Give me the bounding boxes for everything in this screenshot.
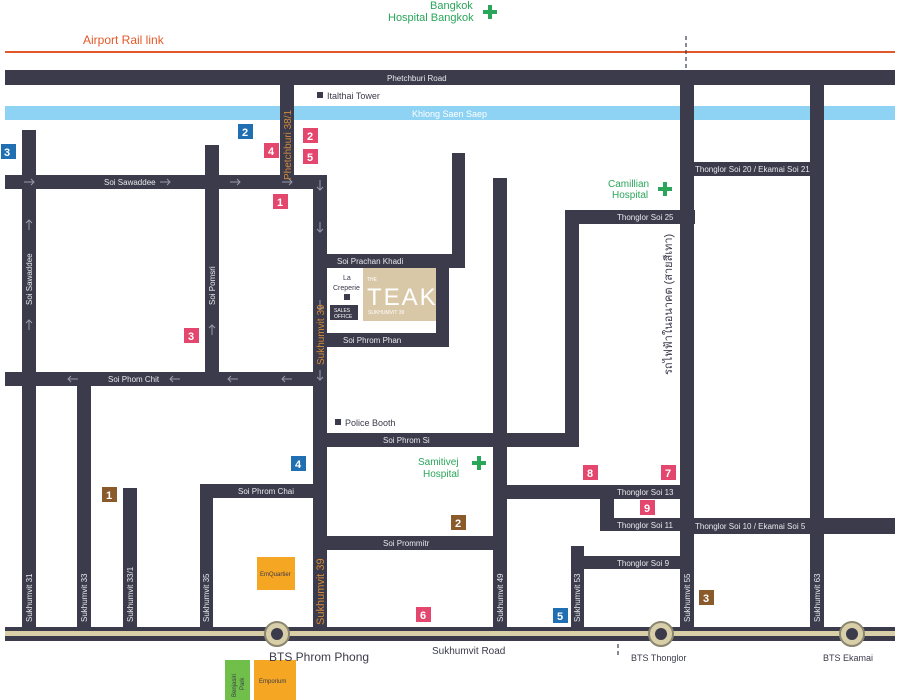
camillian-label-1: Camillian	[608, 179, 649, 190]
thonglor-9-label: Thonglor Soi 9	[617, 559, 670, 568]
phetchburi-road	[5, 70, 895, 85]
badge-pink-2: 2	[307, 131, 313, 143]
sukhumvit-31-label: Sukhumvit 31	[25, 573, 34, 622]
badge-brown-1: 1	[106, 490, 112, 502]
police-booth-label: Police Booth	[345, 418, 396, 428]
police-booth-marker	[335, 419, 341, 425]
soi-sawaddee-label: Soi Sawaddee	[104, 178, 156, 187]
teak-sub: SUKHUMVIT 39	[368, 310, 405, 316]
italthai-marker	[317, 92, 323, 98]
samitivej-hospital-icon	[472, 456, 486, 470]
soi-pomsri-label: Soi Pomsri	[208, 266, 217, 305]
badge-pink-6: 6	[420, 610, 426, 622]
sukhumvit-33-1-label: Sukhumvit 33/1	[126, 566, 135, 622]
badge-pink-9: 9	[644, 503, 650, 515]
khlong-canal	[5, 106, 895, 120]
emporium-box	[254, 660, 296, 700]
badge-pink-1: 1	[277, 197, 283, 209]
badge-brown-2: 2	[455, 518, 461, 530]
bts-ekamai-icon	[839, 621, 865, 647]
sukhumvit-33-label: Sukhumvit 33	[80, 573, 89, 622]
one-way-arrows	[24, 178, 324, 383]
the-teak-box	[363, 268, 436, 321]
emquartier-label: EmQuartier	[260, 572, 291, 578]
sukhumvit-63-label: Sukhumvit 63	[813, 573, 822, 622]
bts-phrom-phong-label: BTS Phrom Phong	[269, 650, 369, 664]
soi-prommitr-label: Soi Prommitr	[383, 539, 430, 548]
bts-thonglor-icon	[648, 621, 674, 647]
sukhumvit-road-label: Sukhumvit Road	[432, 646, 505, 657]
bangkok-hospital-icon	[483, 5, 497, 19]
sukhumvit-39-lower-label: Sukhumvit 39	[315, 558, 327, 625]
samitivej-label-1: Samitivej	[418, 457, 459, 468]
la-creperie-2: Creperie	[333, 285, 360, 292]
pink-badges: 4 2 5 1 3 8 7 9 6	[184, 128, 676, 622]
sales-office-2: OFFICE	[334, 314, 353, 320]
italthai-label: Italthai Tower	[327, 91, 380, 101]
khlong-label: Khlong Saen Saep	[412, 109, 487, 119]
thonglor-11-label: Thonglor Soi 11	[617, 521, 673, 530]
soi-sawaddee-v-label: Soi Sawaddee	[25, 253, 34, 305]
road-network	[5, 70, 895, 630]
thonglor-25-label: Thonglor Soi 25	[617, 213, 674, 222]
thonglor-13-label: Thonglor Soi 13	[617, 488, 674, 497]
samitivej-label-2: Hospital	[423, 469, 459, 480]
badge-pink-7: 7	[665, 468, 671, 480]
thonglor-10-label: Thonglor Soi 10 / Ekamai Soi 5	[695, 522, 806, 531]
badge-blue-3: 3	[4, 147, 10, 159]
badge-pink-8: 8	[587, 468, 593, 480]
blue-badges: 3 2 4 5	[1, 124, 568, 623]
soi-prachan-khadi-label: Soi Prachan Khadi	[337, 257, 403, 266]
badge-pink-3: 3	[188, 331, 194, 343]
brown-badges: 1 2 3	[102, 487, 714, 605]
soi-phom-chit-label: Soi Phom Chit	[108, 375, 160, 384]
phetchburi-38-label: Phetchburi 38/1	[283, 110, 294, 180]
teak-the: THE	[367, 277, 378, 283]
camillian-label-2: Hospital	[612, 190, 648, 201]
bangkok-hospital-label-2: Hospital Bangkok	[388, 12, 474, 24]
sukhumvit-rail-track	[5, 631, 895, 636]
badge-blue-5: 5	[557, 611, 563, 623]
thonglor-20-label: Thonglor Soi 20 / Ekamai Soi 21	[695, 165, 810, 174]
bts-thonglor-label: BTS Thonglor	[631, 653, 686, 663]
benjasiri-label-1: Benjasiri	[232, 674, 238, 697]
phetchburi-road-label: Phetchburi Road	[387, 74, 447, 83]
badge-blue-4: 4	[295, 459, 302, 471]
soi-phrom-si-label: Soi Phrom Si	[383, 436, 430, 445]
badge-pink-4: 4	[268, 146, 275, 158]
sukhumvit-49-label: Sukhumvit 49	[496, 573, 505, 622]
sukhumvit-35-label: Sukhumvit 35	[202, 573, 211, 622]
soi-phrom-phan-label: Soi Phrom Phan	[343, 336, 401, 345]
la-creperie-1: La	[343, 275, 351, 282]
bts-phrom-phong-icon	[264, 621, 290, 647]
badge-pink-5: 5	[307, 152, 313, 164]
sales-office-box	[330, 305, 358, 320]
bangkok-hospital-label-1: Bangkok	[430, 0, 473, 12]
sales-office-1: SALES	[334, 308, 351, 314]
camillian-hospital-icon	[658, 182, 672, 196]
teak-name: TEAK	[367, 284, 438, 311]
benjasiri-label-2: Park	[240, 677, 246, 690]
emquartier-box	[257, 557, 295, 590]
bts-ekamai-label: BTS Ekamai	[823, 653, 873, 663]
badge-brown-3: 3	[703, 593, 709, 605]
sukhumvit-53-label: Sukhumvit 53	[573, 573, 582, 622]
la-creperie-marker	[344, 294, 350, 300]
soi-phrom-chai-label: Soi Phrom Chai	[238, 487, 294, 496]
emporium-label: Emporium	[259, 679, 286, 685]
airport-rail-label: Airport Rail link	[83, 33, 165, 47]
thai-rail-label: รถไฟฟ้าในอนาคต (สายสีเทา)	[662, 234, 675, 375]
benjasiri-park-box	[225, 660, 250, 700]
badge-blue-2: 2	[242, 127, 248, 139]
sukhumvit-55-label: Sukhumvit 55	[683, 573, 692, 622]
sukhumvit-39-upper-label: Sukhumvit 39	[316, 304, 327, 365]
